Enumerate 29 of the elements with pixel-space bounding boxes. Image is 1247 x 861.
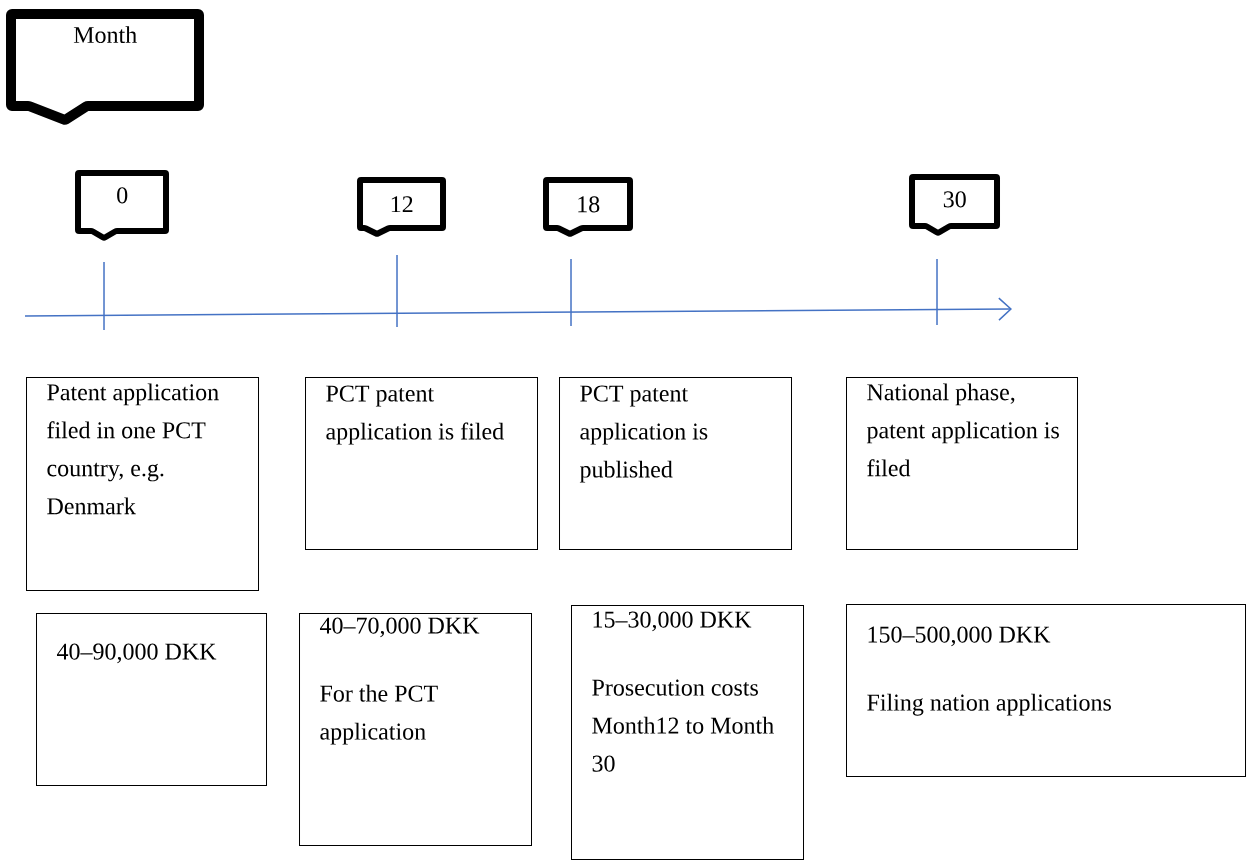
text-box [305, 377, 538, 550]
box-text: Prosecution costs Month12 to Month 30 [592, 679, 774, 772]
text-box [846, 604, 1246, 777]
text-box [571, 605, 804, 860]
box-text: 40–70,000 DKK [320, 617, 480, 638]
text-box [36, 613, 267, 786]
box-text: 18 [578, 196, 600, 213]
text-box [299, 613, 532, 846]
box-text: 15–30,000 DKK [593, 611, 752, 632]
box-text: Month [73, 26, 137, 44]
callout [357, 177, 446, 237]
callout [6, 9, 204, 125]
text-box [846, 377, 1078, 550]
box-text: PCT patent application is published [579, 385, 708, 483]
text-box [559, 377, 792, 550]
box-text: Patent application filed in one PCT country, e.g. Denmark [47, 383, 219, 515]
box-text: PCT patent application is filed [326, 385, 504, 445]
box-text: 40–90,000 DKK [57, 643, 217, 664]
box-text: 30 [943, 191, 966, 208]
callout [543, 177, 633, 237]
callout [909, 174, 1000, 236]
text-box [26, 377, 259, 591]
box-text: 150–500,000 DKK [868, 626, 1051, 647]
box-text: National phase, patent application is filed [866, 383, 1059, 477]
box-text: For the PCT application [320, 684, 438, 745]
box-text: 0 [117, 187, 128, 204]
callout [75, 170, 169, 241]
box-text: 12 [391, 196, 413, 213]
box-text: Filing nation applications [867, 693, 1111, 716]
